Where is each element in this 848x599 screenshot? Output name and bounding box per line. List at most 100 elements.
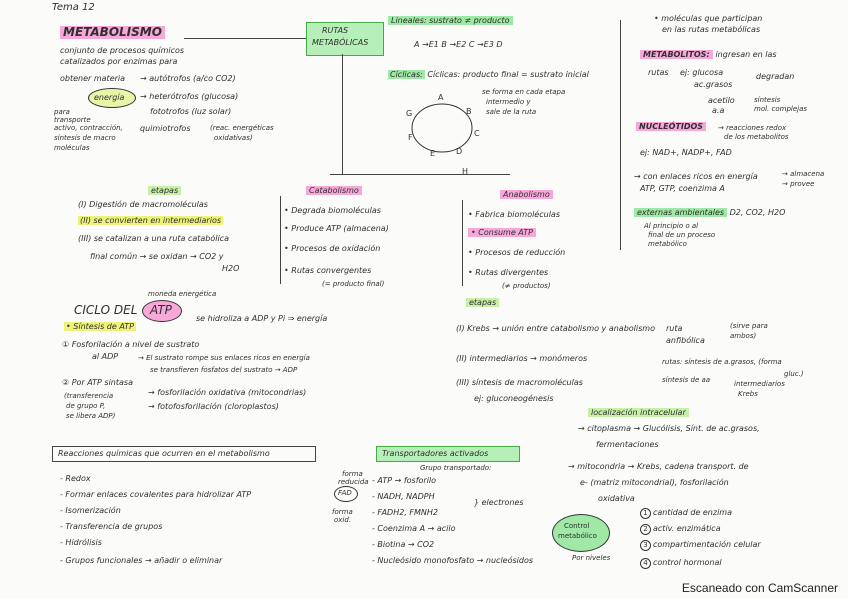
- def-line-1: conjunto de procesos químicos: [60, 46, 184, 55]
- trans-5: - Biotina → CO2: [372, 540, 434, 549]
- fosf-a: al ADP: [92, 352, 118, 361]
- degradan: degradan: [756, 72, 794, 81]
- etapas-left-2: (II) se convierten en intermediarios: [78, 216, 223, 225]
- externas-note-2: final de un proceso: [648, 231, 715, 239]
- inter: (II) intermediarios → monómeros: [456, 354, 587, 363]
- arrow-line: [184, 38, 306, 39]
- cito2: fermentaciones: [596, 440, 659, 449]
- para-3: activo, contracción,: [54, 124, 123, 132]
- energia: energía: [94, 93, 124, 102]
- glucosa: ej: glucosa: [680, 68, 723, 77]
- cycle-node-d: D: [456, 147, 462, 156]
- fosf-desc-1: → El sustrato rompe sus enlaces ricos en…: [138, 354, 310, 362]
- sintesis-atp: • Síntesis de ATP: [64, 322, 136, 331]
- reac-4: - Transferencia de grupos: [60, 522, 162, 531]
- cycle-diagram: A B C D E F G H: [400, 88, 490, 178]
- connector-vertical: [342, 54, 343, 174]
- reac-5: - Hidrólisis: [60, 538, 102, 547]
- para-4: síntesis de macro: [54, 134, 116, 142]
- moneda: moneda energética: [148, 290, 216, 298]
- control-niveles: Por niveles: [572, 554, 610, 562]
- sintesis-1: síntesis: [754, 96, 780, 104]
- footer: Escaneado con CamScanner: [682, 581, 838, 595]
- forma-1: forma: [342, 470, 363, 478]
- cycle-node-g: G: [406, 109, 412, 118]
- fosf: ① Fosforilación a nivel de sustrato: [62, 340, 199, 349]
- externas-note-3: metabólico: [648, 240, 687, 248]
- cycle-node-a: A: [438, 93, 444, 102]
- reac-3: - Isomerización: [60, 506, 121, 515]
- fad-2: oxid.: [334, 516, 351, 524]
- enlaces: → con enlaces ricos en energía: [634, 172, 758, 181]
- atp-sint-note-1: (transferencia: [64, 392, 113, 400]
- cycle-node-e: E: [430, 149, 435, 158]
- heterotrofos: → heterótrofos (glucosa): [140, 92, 238, 101]
- etapas-left-1: (I) Digestión de macromoléculas: [78, 200, 208, 209]
- ana-2: • Consume ATP: [468, 228, 536, 237]
- localizacion-title: localización intracelular: [588, 408, 689, 417]
- foto: → fotofosforilación (cloroplastos): [148, 402, 279, 411]
- cycle-node-b: B: [466, 107, 472, 116]
- almacena: → almacena: [782, 170, 824, 178]
- cito: → citoplasma → Glucólisis, Sínt. de ac.g…: [578, 424, 760, 433]
- cat-3: • Procesos de oxidación: [284, 244, 380, 253]
- quimiotrofos: quimiotrofos: [140, 124, 190, 133]
- ox: → fosforilación oxidativa (mitocondrias): [148, 388, 306, 397]
- cat-1: • Degrada biomoléculas: [284, 206, 381, 215]
- glu: ej: gluconeogénesis: [474, 394, 553, 403]
- reac-1: - Redox: [60, 474, 91, 483]
- atp-sint-note-2: de grupo P,: [66, 402, 105, 410]
- fototrofos: fototrofos (luz solar): [150, 107, 231, 116]
- aa: a.a: [712, 106, 724, 115]
- ana-5: (≠ productos): [502, 282, 551, 290]
- autotrofos: → autótrofos (a/co CO2): [140, 74, 236, 83]
- trans-3: - FADH2, FMNH2: [372, 508, 438, 517]
- fosf-desc-2: se transfieren fosfatos del sustrato → A…: [150, 366, 297, 374]
- connector-horizontal: [330, 174, 510, 175]
- trans-6: - Nucleósido monofosfato → nucleósidos: [372, 556, 533, 565]
- transportadores-sub: Grupo transportado:: [420, 464, 491, 472]
- cat-4: • Rutas convergentes: [284, 266, 371, 275]
- nucleotidos-desc-1: → reacciones redox: [718, 124, 786, 132]
- etapas-right-title: etapas: [466, 298, 499, 307]
- electrones: } electrones: [474, 498, 524, 507]
- ana-1: • Fabrica biomoléculas: [468, 210, 560, 219]
- rutas-r: rutas: [648, 68, 669, 77]
- para-1: para: [54, 108, 70, 116]
- moleculas-1: • moléculas que participan: [654, 14, 762, 23]
- hidroliza: se hidroliza a ADP y Pi ⇒ energía: [196, 314, 327, 323]
- reac-6: - Grupos funcionales → añadir o eliminar: [60, 556, 222, 565]
- atp-gtp: ATP, GTP, coenzima A: [640, 184, 725, 193]
- catabolismo-title: Catabolismo: [306, 186, 362, 195]
- trans-4: - Coenzima A → acilo: [372, 524, 455, 533]
- anfibolica-1: ruta: [666, 324, 682, 333]
- reac-2: - Formar enlaces covalentes para hidroli…: [60, 490, 251, 499]
- etapas-left-4: final común → se oxidan → CO2 y: [90, 252, 224, 261]
- externas: externas ambientales D2, CO2, H2O: [634, 208, 785, 217]
- def-line-3: obtener materia: [60, 74, 125, 83]
- etapas-left-title: etapas: [148, 186, 181, 195]
- ciclo-note-2: intermedio y: [486, 98, 530, 106]
- nucleotidos: NUCLEÓTIDOS: [636, 122, 706, 131]
- cat-2: • Produce ATP (almacena): [284, 224, 389, 233]
- right-divider: [620, 20, 621, 250]
- control-label-2: metabólico: [558, 532, 597, 540]
- atp-label: ATP: [150, 304, 172, 317]
- mito2: e- (matriz mitocondrial), fosforilación: [580, 478, 729, 487]
- inter-b-1: intermediarios: [734, 380, 785, 388]
- anabolismo-title: Anabolismo: [500, 190, 553, 199]
- ciclo-title: CICLO DEL: [74, 304, 137, 317]
- fad-1: forma: [332, 508, 353, 516]
- moleculas-2: en las rutas metabólicas: [662, 25, 760, 34]
- anabolismo-brace: [462, 200, 463, 286]
- quimio-note-2: oxidativas): [214, 134, 253, 142]
- nad: ej: NAD+, NADP+, FAD: [640, 148, 732, 157]
- fad-label: FAD: [338, 489, 352, 497]
- mito3: oxidativa: [598, 494, 635, 503]
- trans-2: - NADH, NADPH: [372, 492, 435, 501]
- para-5: moléculas: [54, 144, 90, 152]
- ana-3: • Procesos de reducción: [468, 248, 565, 257]
